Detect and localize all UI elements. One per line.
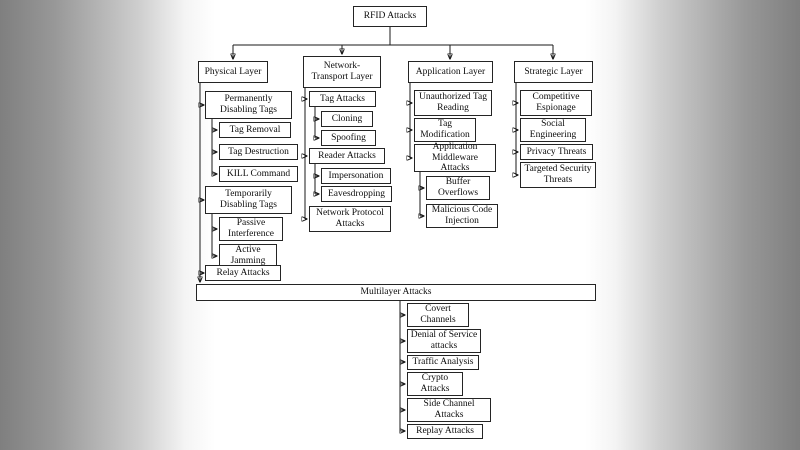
node-cloning: Cloning <box>321 111 373 127</box>
node-targeted-security-threats: Targeted Security Threats <box>520 162 596 188</box>
node-rfid-attacks: RFID Attacks <box>353 6 427 27</box>
node-reader-attacks: Reader Attacks <box>309 148 385 164</box>
node-unauthorized-tag-reading: Unauthorized Tag Reading <box>414 90 492 116</box>
node-tag-modification: Tag Modification <box>414 118 476 142</box>
node-side-channel-attacks: Side Channel Attacks <box>407 398 491 422</box>
node-multilayer-attacks: Multilayer Attacks <box>196 284 596 301</box>
node-competitive-espionage: Competitive Espionage <box>520 90 592 116</box>
node-malicious-code-injection: Malicious Code Injection <box>426 204 498 228</box>
node-tag-destruction: Tag Destruction <box>219 144 298 160</box>
node-impersonation: Impersonation <box>321 168 391 184</box>
node-application-layer: Application Layer <box>408 61 493 83</box>
node-covert-channels: Covert Channels <box>407 303 469 327</box>
node-buffer-overflows: Buffer Overflows <box>426 176 490 200</box>
node-relay-attacks: Relay Attacks <box>205 265 281 281</box>
node-social-engineering: Social Engineering <box>520 118 586 142</box>
node-kill-command: KILL Command <box>219 166 298 182</box>
node-network-transport-layer: Network-Transport Layer <box>303 56 381 88</box>
node-active-jamming: Active Jamming <box>219 244 277 268</box>
node-traffic-analysis: Traffic Analysis <box>407 355 479 370</box>
node-passive-interference: Passive Interference <box>219 217 283 241</box>
node-physical-layer: Physical Layer <box>198 61 268 83</box>
node-tag-attacks: Tag Attacks <box>309 91 376 107</box>
node-privacy-threats: Privacy Threats <box>520 144 593 160</box>
node-spoofing: Spoofing <box>321 130 376 146</box>
node-tag-removal: Tag Removal <box>219 122 291 138</box>
node-denial-of-service-attacks: Denial of Service attacks <box>407 329 481 353</box>
node-temporarily-disabling-tags: Temporarily Disabling Tags <box>205 186 292 214</box>
tree-edges <box>200 27 553 431</box>
node-network-protocol-attacks: Network Protocol Attacks <box>309 206 391 232</box>
node-replay-attacks: Replay Attacks <box>407 424 483 439</box>
node-crypto-attacks: Crypto Attacks <box>407 372 463 396</box>
node-permanently-disabling-tags: Permanently Disabling Tags <box>205 91 292 119</box>
node-strategic-layer: Strategic Layer <box>514 61 593 83</box>
node-eavesdropping: Eavesdropping <box>321 186 392 202</box>
node-application-middleware-attacks: Application Middleware Attacks <box>414 142 496 173</box>
